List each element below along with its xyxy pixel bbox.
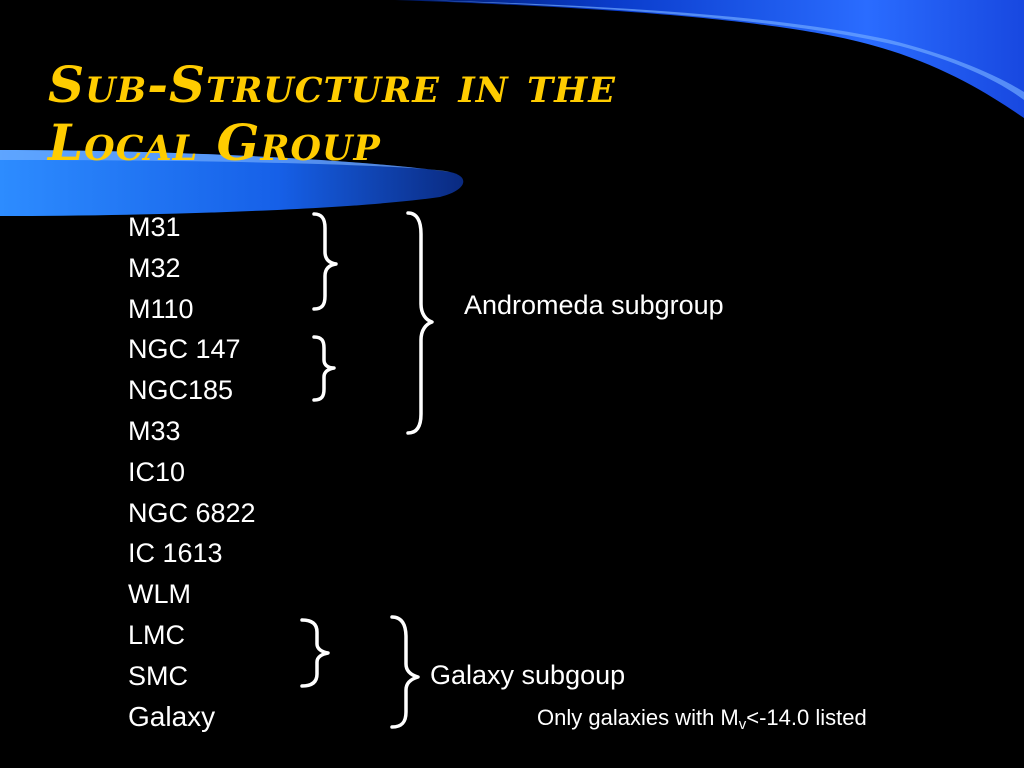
list-item: M33 <box>128 415 181 446</box>
footnote-suffix: <-14.0 listed <box>746 705 867 730</box>
andromeda-subgroup-label: Andromeda subgroup <box>464 290 724 320</box>
list-item: M110 <box>128 293 194 324</box>
brace-m31-m32 <box>312 212 338 311</box>
list-item: NGC 147 <box>128 334 241 365</box>
footnote: Only galaxies with Mv<-14.0 listed <box>537 705 867 733</box>
slide-title-line2: Local Group <box>48 113 381 172</box>
footnote-prefix: Only galaxies with M <box>537 705 739 730</box>
list-item: Galaxy <box>128 700 216 732</box>
list-item: IC 1613 <box>128 538 223 569</box>
brace-ngc147-ngc185 <box>312 335 336 402</box>
list-item: LMC <box>128 619 186 650</box>
list-item: M31 <box>128 212 181 242</box>
brace-galaxy-subgroup <box>390 615 420 729</box>
list-item: WLM <box>128 579 191 610</box>
list-item: SMC <box>128 660 188 691</box>
footnote-subscript: v <box>738 716 747 733</box>
slide-title: Sub-Structure in the Local Group <box>48 56 616 172</box>
list-item: M32 <box>128 252 181 283</box>
slide-title-line1: Sub-Structure in the <box>48 55 616 114</box>
galaxy-subgroup-label: Galaxy subgoup <box>430 660 626 690</box>
brace-lmc-smc <box>300 618 330 688</box>
galaxy-list: M31 M32 M110 NGC 147 NGC185 M33 IC10 NGC… <box>128 207 256 737</box>
list-item: NGC 6822 <box>128 497 256 528</box>
list-item: IC10 <box>128 456 186 487</box>
list-item: NGC185 <box>128 375 234 406</box>
brace-andromeda-subgroup <box>406 211 434 435</box>
